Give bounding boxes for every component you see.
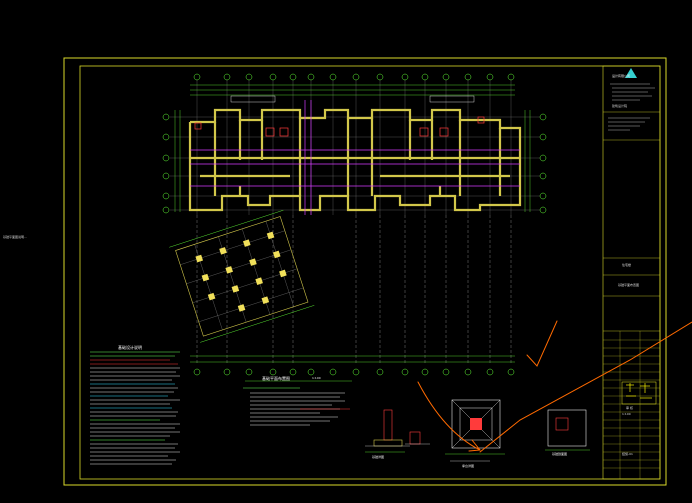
- titleblock-rows: [603, 331, 660, 479]
- titleblock-company: 设计有限公司: [612, 74, 631, 78]
- detail-label-2: 承台详图: [462, 464, 475, 468]
- axis-bubbles-side: [162, 113, 547, 214]
- pile-caps: [195, 231, 287, 312]
- orange-arrow-icon: [417, 381, 481, 451]
- stamp-characters: [626, 383, 652, 399]
- orange-checkmark-icon: [526, 320, 558, 367]
- detail-section-1: [365, 409, 410, 453]
- titleblock-sheet: 结施-01: [622, 452, 633, 456]
- sheet-inner-frame: [79, 65, 661, 480]
- floor-plan: [162, 73, 547, 376]
- axis-grid: [170, 80, 540, 215]
- notes-block-2: [243, 380, 352, 426]
- titleblock-text-lines: [608, 83, 655, 131]
- pile-cluster: [169, 210, 315, 343]
- notes-block-1: [90, 351, 180, 465]
- titleblock-frame: [602, 65, 661, 480]
- notes-title-2: 基础平面布置图: [262, 376, 290, 381]
- detail-section-2: [405, 431, 430, 445]
- notes-title-1: 基础设计说明: [118, 345, 142, 350]
- pile-lines: [196, 215, 512, 365]
- titleblock-stamp: 审 核: [626, 406, 633, 410]
- triangle-logo-icon: [625, 68, 637, 78]
- titleblock-project: 住宅楼: [622, 263, 632, 267]
- titleblock-drawing-name: 基础平面布置图: [618, 283, 640, 287]
- detail-label-3: 基础剖面图: [552, 452, 568, 456]
- titleblock-scale: 1:100: [622, 412, 631, 416]
- dimension-lines: [174, 84, 531, 363]
- detail-pile-cap: [445, 399, 505, 462]
- titleblock-company-sub: 建筑设计院: [612, 104, 628, 108]
- sheet-outer-frame: [63, 57, 667, 486]
- side-annotation: 基础平面图说明…: [3, 235, 28, 239]
- fixtures: [194, 95, 485, 137]
- axis-bubbles-top: [193, 73, 515, 81]
- walls: [188, 108, 522, 212]
- approval-stamp: [621, 381, 657, 405]
- detail-plan-3: [545, 409, 590, 451]
- magenta-beams: [190, 100, 520, 215]
- detail-label-1: 基础详图: [372, 455, 385, 459]
- axis-bubbles-bottom: [193, 368, 515, 376]
- orange-annotations: [417, 320, 692, 453]
- notes-scale: 1:100: [312, 376, 321, 380]
